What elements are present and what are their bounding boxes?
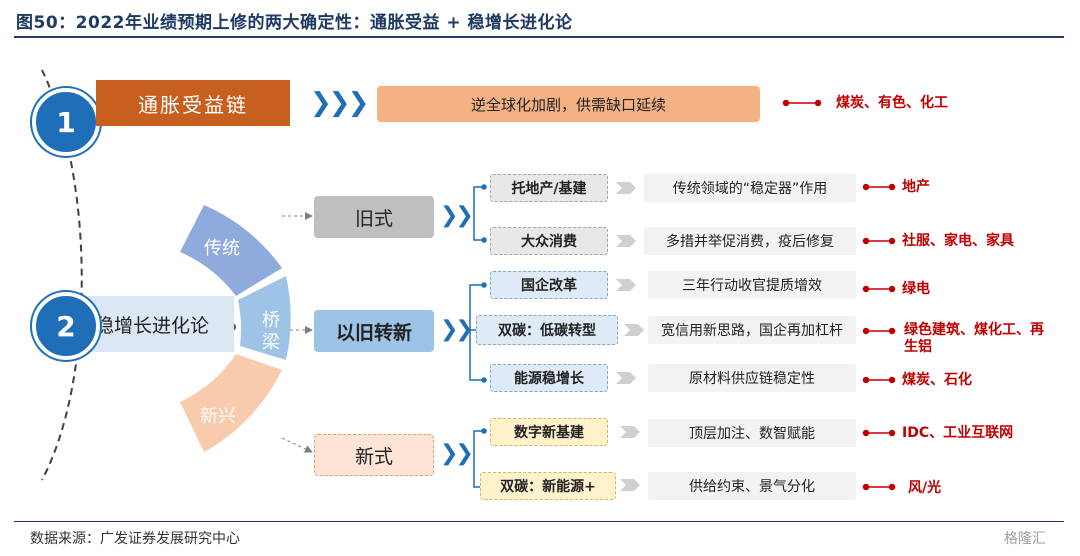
result-green-power: 绿电: [902, 281, 930, 297]
result-wind-solar: 风/光: [908, 480, 942, 496]
result-consumption: 社服、家电、家具: [902, 233, 1014, 249]
segment-emerging: [180, 354, 282, 452]
item-real-estate-infra: 托地产/基建: [490, 174, 608, 202]
segment-traditional-label: 传统: [204, 238, 240, 259]
section1-number-badge: 1: [32, 88, 100, 156]
category-bridge: 以旧转新: [314, 310, 434, 352]
item-energy-stable-growth: 能源稳增长: [490, 364, 608, 392]
inflation-result: 煤炭、有色、化工: [836, 95, 948, 111]
section1-number: 1: [56, 105, 76, 139]
result-green-building: 绿色建筑、煤化工、再生铝: [904, 322, 1044, 355]
result-coal-petrochem: 煤炭、石化: [902, 372, 972, 388]
segment-traditional: [180, 205, 282, 296]
result-connectors: [782, 99, 896, 491]
desc-low-carbon-transition: 宽信用新思路，国企再加杠杆: [648, 316, 856, 344]
arrow-to-new: [281, 437, 313, 453]
item-mass-consumption: 大众消费: [490, 227, 608, 255]
item-soe-reform: 国企改革: [490, 271, 608, 299]
item-low-carbon-transition: 双碳：低碳转型: [476, 315, 618, 345]
desc-digital-infra: 顶层加注、数智赋能: [648, 419, 856, 447]
bracket-bridge: [469, 282, 487, 383]
item-new-energy: 双碳：新能源+: [480, 472, 616, 500]
desc-mass-consumption: 多措并举促消费，疫后修复: [644, 227, 856, 255]
title-rule: [14, 36, 1064, 38]
desc-soe-reform: 三年行动收官提质增效: [648, 271, 856, 299]
section2-number-badge: 2: [32, 292, 100, 360]
bottom-rule: [14, 521, 1064, 522]
watermark: 格隆汇: [1004, 531, 1046, 547]
category-old: 旧式: [314, 196, 434, 238]
grey-chevrons: [616, 182, 644, 491]
category-bridge-chevron-icon: ❯❯: [440, 317, 474, 342]
desc-real-estate-infra: 传统领域的“稳定器”作用: [644, 174, 856, 202]
category-old-chevron-icon: ❯❯: [440, 203, 474, 228]
category-new: 新式: [314, 434, 434, 476]
segment-bridge-label: 桥梁: [262, 310, 280, 353]
desc-energy-stable-growth: 原材料供应链稳定性: [648, 364, 856, 392]
inflation-chain-title: 通胀受益链: [96, 80, 290, 126]
bracket-old: [473, 184, 487, 243]
result-real-estate: 地产: [902, 179, 930, 195]
category-new-chevron-icon: ❯❯: [440, 441, 474, 466]
inflation-description: 逆全球化加剧，供需缺口延续: [377, 86, 760, 122]
item-digital-infra: 数字新基建: [490, 418, 608, 446]
segment-bridge: [238, 276, 291, 360]
result-idc: IDC、工业互联网: [902, 425, 1014, 441]
source-note: 数据来源：广发证券发展研究中心: [30, 531, 240, 547]
section2-number: 2: [56, 309, 76, 343]
figure-title: 图50：2022年业绩预期上修的两大确定性：通胀受益 + 稳增长进化论: [16, 13, 573, 33]
section1-chevron-icon: ❯❯❯: [310, 88, 369, 118]
desc-new-energy: 供给约束、景气分化: [648, 472, 856, 500]
segment-emerging-label: 新兴: [200, 406, 236, 427]
